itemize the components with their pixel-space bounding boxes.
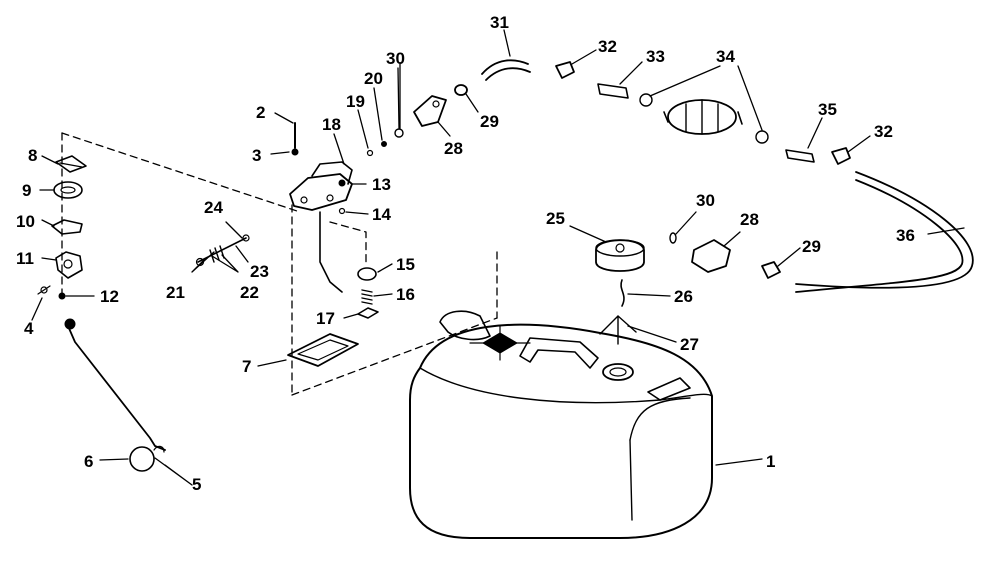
label-35: 35 [818, 100, 837, 119]
label-30-upper: 30 [386, 49, 405, 68]
label-9: 9 [22, 181, 31, 200]
label-10: 10 [16, 212, 35, 231]
label-23: 23 [250, 262, 269, 281]
label-8: 8 [28, 146, 37, 165]
label-34: 34 [716, 47, 735, 66]
label-28-lower: 28 [740, 210, 759, 229]
label-19: 19 [346, 92, 365, 111]
label-16: 16 [396, 285, 415, 304]
fuel-tank [409, 310, 713, 539]
label-7: 7 [242, 357, 251, 376]
label-4: 4 [24, 319, 34, 338]
label-31: 31 [490, 13, 509, 32]
label-27: 27 [680, 335, 699, 354]
filler-cap-group [595, 232, 781, 345]
label-28-upper: 28 [444, 139, 463, 158]
label-13: 13 [372, 175, 391, 194]
label-14: 14 [372, 205, 391, 224]
label-17: 17 [316, 309, 335, 328]
label-32-upper: 32 [598, 37, 617, 56]
label-20: 20 [364, 69, 383, 88]
float-arm-assembly [64, 318, 166, 472]
label-11: 11 [16, 249, 34, 268]
leader-lines [31, 29, 965, 486]
fuel-line-components [394, 59, 974, 293]
label-6: 6 [84, 452, 93, 471]
dashed-guides [61, 132, 498, 396]
label-32-lower: 32 [874, 122, 893, 141]
gasket [287, 333, 359, 367]
label-15: 15 [396, 255, 415, 274]
label-18: 18 [322, 115, 341, 134]
label-3: 3 [252, 146, 261, 165]
screw-parts [195, 234, 250, 267]
label-22: 22 [240, 283, 259, 302]
label-33: 33 [646, 47, 665, 66]
part-labels: 1 2 3 4 5 6 7 8 9 10 11 12 13 14 15 16 1… [16, 13, 915, 494]
label-36: 36 [896, 226, 915, 245]
label-29-upper: 29 [480, 112, 499, 131]
label-1: 1 [766, 452, 775, 471]
label-25: 25 [546, 209, 565, 228]
label-30-lower: 30 [696, 191, 715, 210]
label-29-lower: 29 [802, 237, 821, 256]
label-12: 12 [100, 287, 119, 306]
label-26: 26 [674, 287, 693, 306]
label-2: 2 [256, 103, 265, 122]
label-5: 5 [192, 475, 201, 494]
label-21: 21 [166, 283, 185, 302]
fuel-valve-assembly [289, 122, 387, 319]
label-24: 24 [204, 198, 223, 217]
